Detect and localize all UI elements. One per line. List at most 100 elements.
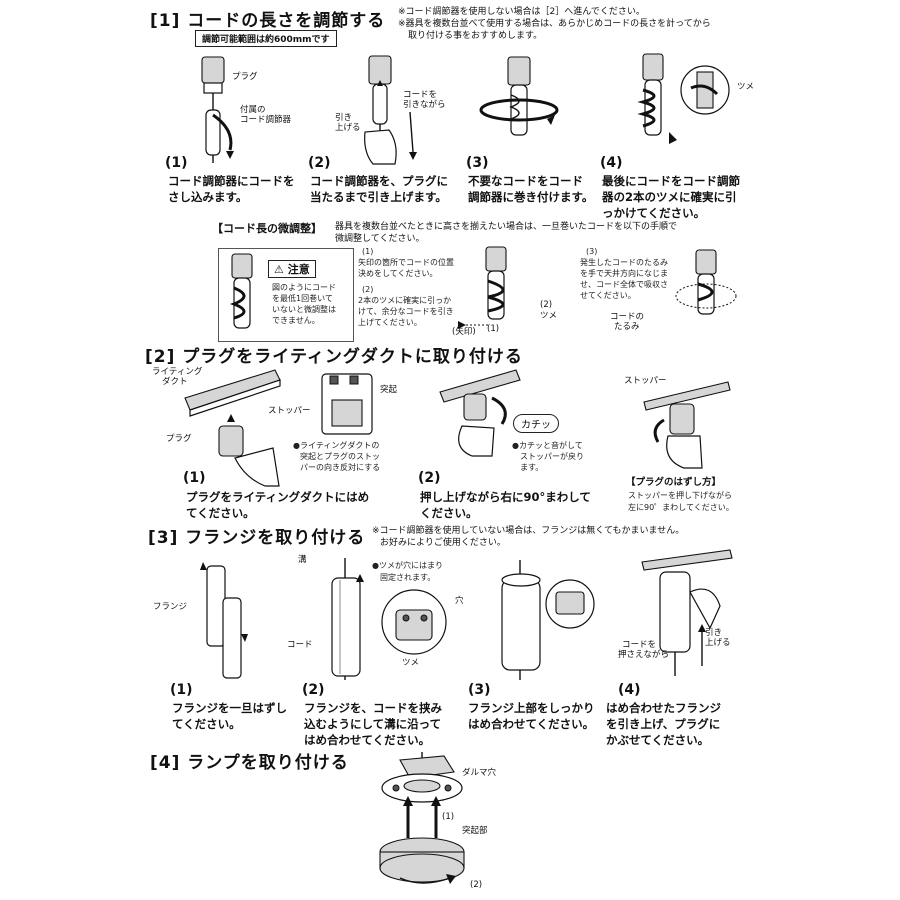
fig-flange-top [501,560,595,680]
s2-step2-text-2: ください。 [420,506,478,520]
fig-wind-cord [479,56,559,136]
section3-note1: ※コード調節器を使用していない場合は、フランジは無くてもかまいません。 [372,526,685,536]
s3-step1-text-2: てください。 [172,717,241,731]
caution-text-1: 図のようにコード [272,283,336,292]
s2-step1-text-1: プラグをライティングダクトにはめ [186,490,370,504]
s3-step4-text-3: かぶせてください。 [606,733,710,747]
label-protrusion-s4: 突起部 [462,826,488,836]
s3-step4-text-2: を引き上げ、プラグに [606,717,721,731]
s3-step3-text-2: はめ合わせてください。 [468,717,595,731]
s2-bullet1-line3: パーの向き反対にする [300,463,381,472]
fine-p2-text-3: 上げてください。 [358,318,422,327]
s3-step2-text-2: 込むようにして溝に沿って [304,717,442,731]
label-s4-1: (1) [442,812,455,822]
remove-heading: 【プラグのはずし方】 [626,477,722,488]
label-plug: プラグ [232,72,258,82]
fine-p1-text-2: 決めをしてください。 [358,269,438,278]
s3-step3-text-1: フランジ上部をしっかり [468,701,595,715]
label-claw-s3: ツメ [402,658,420,668]
label-claw-top: ツメ [737,82,755,92]
label-pull-cord-1: コードを [403,90,438,100]
s1-step3-num: (3) [466,155,489,171]
fine-adjust-desc-2: 微調整してください。 [335,234,425,244]
s3-step2-num: (2) [302,682,325,698]
fine-p2-text-2: けて、余分なコードを引き [358,307,454,316]
s1-step2-text-1: コード調節器を、プラグに [310,174,448,188]
label-hole: 穴 [455,596,464,606]
fine-label-2: (2) [540,300,553,310]
label-hold-cord-1: コードを [622,640,657,650]
label-plug-s2: プラグ [166,434,192,444]
s1-step4-text-3: っかけてください。 [602,206,706,220]
label-adjuster-1: 付属の [240,105,266,115]
fine-label-arrow: (矢印) [452,327,476,337]
fig-rotate-plug [439,369,521,457]
section3-title: [3] フランジを取り付ける [148,528,366,548]
adjust-range-box: 調節可能範囲は約600mmです [195,30,337,47]
section1-note2: ※器具を複数台並べて使用する場合は、あらかじめコードの長さを計ってから [398,19,711,29]
caution-box [218,248,354,342]
label-stopper: ストッパー [268,406,311,416]
section1-title: [1] コードの長さを調節する [150,11,386,31]
s1-step4-text-1: 最後にコードをコード調節 [602,174,740,188]
label-hold-cord-2: 押さえながら [618,650,670,660]
section3-note2: お好みによりご使用ください。 [380,538,506,548]
s3-fix-line2: 固定されます。 [380,573,436,582]
section1-note3: 取り付ける事をおすすめします。 [408,31,543,41]
label-duct-2: ダクト [162,377,188,387]
s3-step4-num: (4) [618,682,641,698]
fine-p1-text-1: 矢印の箇所でコードの位置 [358,258,454,267]
fine-adjust-heading: 【コード長の微調整】 [212,222,322,235]
section1-note1: ※コード調節器を使用しない場合は［2］へ進んでください。 [398,7,645,17]
fig-flange-fit [331,558,364,680]
s2-step2-num: (2) [418,470,441,486]
fine-p2-text-1: 2本のツメに確実に引っか [358,296,452,305]
s2-bullet2-line3: ます。 [520,463,544,472]
fig-claw-detail [381,589,447,655]
remove-text-2: 左に90゜まわしてください。 [628,503,734,512]
fig-lamp-attach [379,752,465,884]
fine-label-claw: ツメ [540,311,558,321]
label-flange: フランジ [153,602,188,612]
fine-p3-text-4: せてください。 [580,291,636,300]
s3-step2-text-1: フランジを、コードを挟み [304,701,442,715]
label-adjuster-2: コード調節器 [240,115,292,125]
label-groove: 溝 [298,555,307,565]
label-slack-2: たるみ [614,322,640,332]
s1-step1-text-2: さし込みます。 [168,190,248,204]
label-protrusion: 突起 [380,385,398,395]
fine-p2-num: (2) [362,285,374,294]
caution-text-4: できません。 [272,316,320,325]
fig-pull-up [364,55,417,165]
remove-text-1: ストッパーを押し下げながら [628,491,732,500]
label-raise-1: 引き [705,628,723,638]
fig-stopper-detail [321,373,373,435]
s3-step2-text-3: はめ合わせてください。 [304,733,431,747]
s1-step3-text-2: 調節器に巻き付けます。 [468,190,594,204]
fig-flange-separate [200,562,248,679]
caution-text-2: を最低1回巻いて [272,294,333,303]
fine-p3-text-3: せ、コード全体で吸収さ [580,280,668,289]
s1-step1-text-1: コード調節器にコードを [168,174,295,188]
fine-p3-text-2: を手で天井方向になじま [580,269,668,278]
fig-duct-plug [184,369,281,487]
label-duct-1: ライティング [152,367,203,377]
fig-hook-claws [637,53,730,144]
s1-step2-text-2: 当たるまで引き上げます。 [310,190,447,204]
fine-p1-num: (1) [362,247,374,256]
fig-cord-insert [201,56,234,163]
s2-step1-num: (1) [183,470,206,486]
caution-label: ⚠ 注意 [268,260,316,278]
warning-icon: ⚠ [274,263,284,276]
s2-bullet1-line1: ●ライティングダクトの [293,441,380,450]
fig-caution-cord [229,253,253,329]
s3-step1-text-1: フランジを一旦はずし [172,701,287,715]
s2-step2-text-1: 押し上げながら右に90°まわして [420,490,591,504]
label-raise-2: 上げる [705,638,731,648]
s3-step1-num: (1) [170,682,193,698]
s3-step3-num: (3) [468,682,491,698]
fig-flange-raise [641,549,733,676]
s1-step2-num: (2) [308,155,331,171]
fine-p3-num: (3) [586,247,598,256]
fine-adjust-desc-1: 器具を複数台並べたときに高さを揃えたい場合は、一旦巻いたコードを以下の手順で [335,222,678,232]
